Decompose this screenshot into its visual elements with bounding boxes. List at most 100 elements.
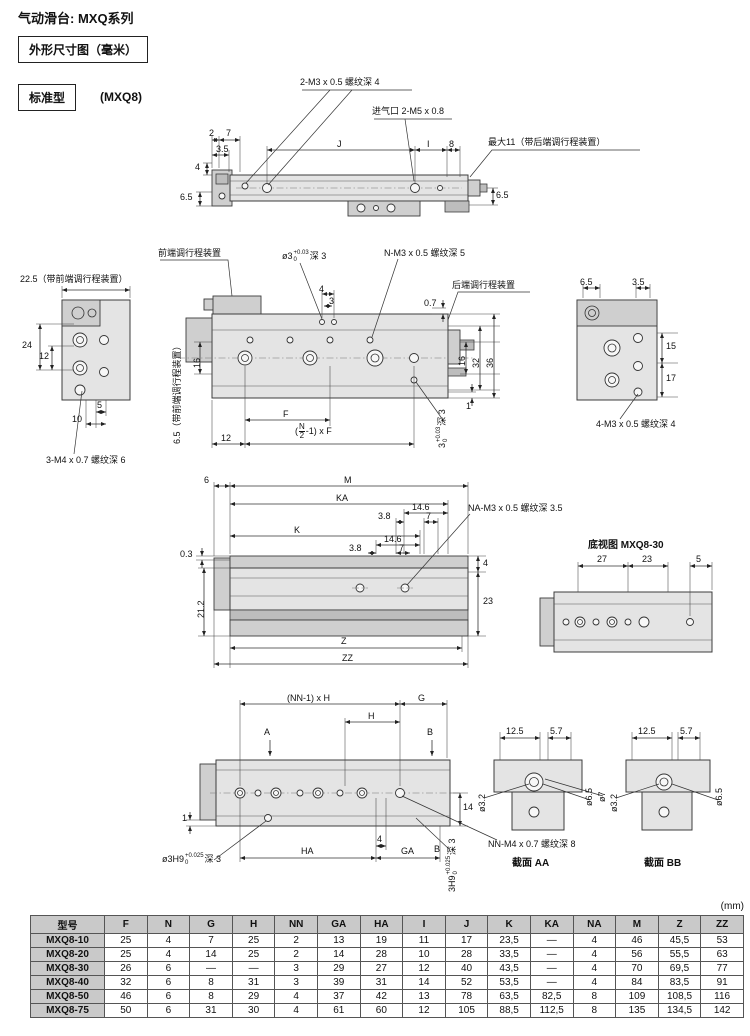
value-cell: 40 (444, 961, 489, 976)
tol-frac: +0.03 0 (436, 427, 449, 442)
section-mark-b: B (434, 844, 441, 854)
value-cell: 4 (274, 989, 318, 1004)
tol-lower: 0 (442, 438, 449, 442)
dim-label: ZZ (342, 653, 353, 663)
value-cell: 29 (231, 989, 276, 1004)
thread-note: NN-M4 x 0.7 螺纹深 8 (488, 839, 576, 849)
value-cell: 14 (402, 975, 446, 990)
thread-note: 2-M3 x 0.5 螺纹深 4 (300, 77, 380, 87)
dim-label: ø7 (597, 791, 607, 802)
value-cell: — (189, 961, 233, 976)
value-cell: 19 (359, 933, 404, 948)
dim-label: 27 (597, 554, 608, 564)
dim-label: ø6.5 (584, 787, 594, 806)
value-cell: 53 (700, 933, 744, 948)
tol-prefix: ø3 (282, 251, 293, 261)
value-cell: 134,5 (657, 1003, 702, 1018)
value-cell: 63,5 (487, 989, 531, 1004)
value-cell: 4 (572, 933, 617, 948)
value-cell: 108,5 (657, 989, 702, 1004)
type-suffix: (MXQ8) (100, 90, 142, 104)
dim-label: ø3.2 (477, 793, 487, 812)
side-note-rotated: 6.5（带前端调行程装置） (172, 341, 182, 444)
value-cell: 78 (444, 989, 489, 1004)
column-header: M (615, 915, 659, 934)
column-header: HA (359, 915, 404, 934)
value-cell: 26 (104, 961, 148, 976)
dim-label: H (368, 711, 375, 721)
tol-suffix: 深 3 (309, 251, 327, 261)
column-header: K (487, 915, 531, 934)
value-cell: 23,5 (487, 933, 531, 948)
dim-label: HA (301, 846, 314, 856)
value-cell: 17 (444, 933, 489, 948)
hole-dia-note-rotated: 3 +0.03 0 深 3 (436, 409, 449, 448)
dim-label: 2 (209, 128, 215, 138)
dim-label: ø6.5 (714, 787, 724, 806)
value-cell: 6 (146, 961, 191, 976)
hole-dia-note: ø3H9 +0.025 0 深 3 (162, 853, 221, 866)
width-note: 22.5（带前端调行程装置） (20, 274, 128, 284)
value-cell: 3 (274, 975, 318, 990)
dim-label: 15 (666, 341, 677, 351)
value-cell: 4 (572, 961, 617, 976)
dim-label: K (294, 525, 301, 535)
value-cell: 4 (274, 1003, 318, 1018)
section-bb-caption: 截面 BB (644, 858, 682, 869)
air-port-note: 进气口 2-M5 x 0.8 (372, 106, 445, 116)
value-cell: 31 (189, 1003, 233, 1018)
value-cell: 135 (615, 1003, 659, 1018)
value-cell: 25 (231, 947, 276, 962)
value-cell: 45,5 (657, 933, 702, 948)
thread-note: 4-M3 x 0.5 螺纹深 4 (596, 419, 676, 429)
left-end-view-linework (36, 286, 131, 455)
dim-label: G (418, 693, 426, 703)
dim-label: 23 (642, 554, 653, 564)
column-header: I (402, 915, 446, 934)
dim-label: 5.7 (680, 726, 693, 736)
dim-label: 5 (97, 400, 103, 410)
max-stroke-note: 最大11（带后端调行程装置） (488, 137, 606, 147)
value-cell: 4 (572, 947, 617, 962)
unit-note: (mm) (720, 901, 744, 912)
dim-label: 14 (463, 802, 474, 812)
dim-label: 14.6 (384, 534, 402, 544)
value-cell: 25 (104, 947, 148, 962)
inset-view-linework (539, 562, 713, 653)
column-header: 型号 (30, 915, 105, 934)
value-cell: 8 (572, 1003, 617, 1018)
section-mark-a: A (264, 727, 271, 737)
value-cell: — (231, 961, 276, 976)
column-header: KA (529, 915, 574, 934)
tol-frac: +0.03 0 (294, 250, 309, 263)
value-cell: 83,5 (657, 975, 702, 990)
pitch-note: (NN-1) x H (287, 693, 330, 703)
value-cell: 8 (572, 989, 617, 1004)
dim-label: J (337, 139, 342, 149)
tol-frac: +0.025 0 (446, 856, 459, 875)
type-box: 标准型 (18, 84, 77, 111)
section-bb-linework (615, 732, 719, 831)
value-cell: 6 (146, 989, 191, 1004)
value-cell: 31 (231, 975, 276, 990)
value-cell: 42 (359, 989, 404, 1004)
value-cell: 6 (146, 975, 191, 990)
value-cell: 105 (444, 1003, 489, 1018)
dim-label: M (344, 475, 352, 485)
dim-label: F (283, 409, 289, 419)
value-cell: 13 (402, 989, 446, 1004)
column-header: NA (572, 915, 617, 934)
value-cell: — (529, 975, 574, 990)
value-cell: 8 (189, 975, 233, 990)
column-header: F (104, 915, 148, 934)
value-cell: 46 (615, 933, 659, 948)
value-cell: 4 (572, 975, 617, 990)
dim-label: 10 (72, 414, 83, 424)
